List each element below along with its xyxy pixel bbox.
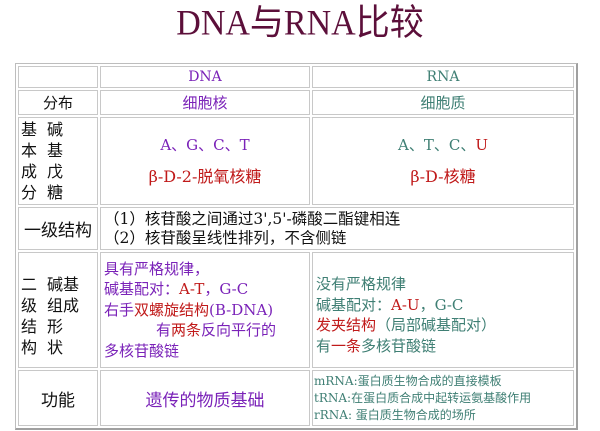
row-label-distribution: 分布 — [18, 90, 98, 115]
dna-bases: A、G、C、T — [160, 136, 250, 154]
table-row-distribution: 分布 细胞核 细胞质 — [18, 90, 574, 115]
dna-secondary-structure: 具有严格规律， 碱基配对：A-T，G-C 右手双螺旋结构(B-DNA) 有两条反… — [100, 252, 310, 368]
header-dna: DNA — [100, 66, 310, 88]
rna-basic-components: A、T、C、U β-D-核糖 — [312, 117, 574, 205]
row-label-primary-structure: 一级结构 — [18, 207, 98, 250]
page-title: DNA与RNA比较 — [176, 4, 424, 43]
row-label-secondary-structure: 二碱基 级组成 结形 构状 — [18, 252, 98, 368]
table-row-primary-structure: 一级结构 （1）核苷酸之间通过3',5'-磷酸二酯键相连 （2）核苷酸呈线性排列… — [18, 207, 574, 250]
rna-bases: A、T、C、U — [398, 136, 488, 154]
dna-function: 遗传的物质基础 — [100, 370, 310, 426]
header-rna: RNA — [312, 66, 574, 88]
header-empty-cell — [18, 66, 98, 88]
comparison-table: DNA RNA 分布 细胞核 细胞质 基碱 本基 成戊 分糖 A、G、C、T β… — [15, 63, 578, 430]
table-row-basic-components: 基碱 本基 成戊 分糖 A、G、C、T β-D-2-脱氧核糖 A、T、C、U β… — [18, 117, 574, 205]
primary-structure-description: （1）核苷酸之间通过3',5'-磷酸二酯键相连 （2）核苷酸呈线性排列，不含侧链 — [100, 207, 574, 250]
dna-sugar: β-D-2-脱氧核糖 — [148, 167, 262, 186]
row-label-function: 功能 — [18, 370, 98, 426]
dna-distribution: 细胞核 — [100, 90, 310, 115]
rna-secondary-structure: 没有严格规律 碱基配对：A-U，G-C 发夹结构（局部碱基配对） 有一条多核苷酸… — [312, 252, 574, 368]
rna-sugar: β-D-核糖 — [410, 167, 476, 186]
table-row-function: 功能 遗传的物质基础 mRNA:蛋白质生物合成的直接模板 tRNA:在蛋白质合成… — [18, 370, 574, 426]
mrna-function: mRNA:蛋白质生物合成的直接模板 — [314, 373, 502, 388]
rna-distribution: 细胞质 — [312, 90, 574, 115]
row-label-basic-components: 基碱 本基 成戊 分糖 — [18, 117, 98, 205]
table-header-row: DNA RNA — [18, 66, 574, 88]
rrna-function: rRNA: 蛋白质生物合成的场所 — [314, 407, 476, 422]
rna-function: mRNA:蛋白质生物合成的直接模板 tRNA:在蛋白质合成中起转运氨基酸作用 r… — [312, 370, 574, 426]
dna-basic-components: A、G、C、T β-D-2-脱氧核糖 — [100, 117, 310, 205]
table-row-secondary-structure: 二碱基 级组成 结形 构状 具有严格规律， 碱基配对：A-T，G-C 右手双螺旋… — [18, 252, 574, 368]
trna-function: tRNA:在蛋白质合成中起转运氨基酸作用 — [314, 390, 532, 405]
